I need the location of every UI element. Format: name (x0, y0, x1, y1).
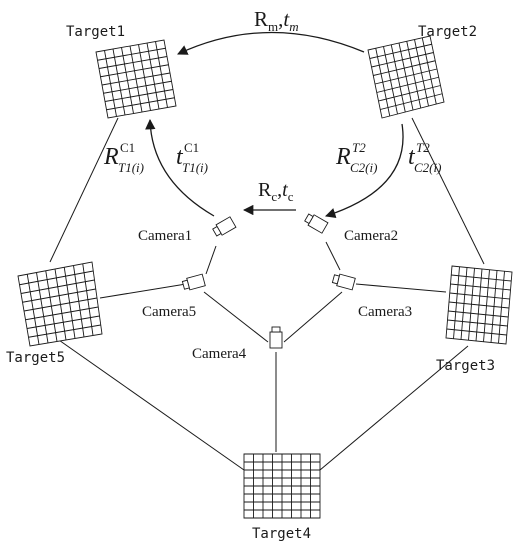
grid-line-v (414, 39, 429, 107)
grid-line-h (25, 306, 99, 321)
grid-line-v (82, 263, 94, 336)
target5-label: Target5 (6, 350, 65, 366)
camera3-label: Camera3 (358, 304, 412, 320)
grid-line-h (378, 85, 441, 102)
grid-line-v (483, 269, 490, 342)
grid-line-v (406, 41, 422, 109)
connection-lines (49, 117, 485, 471)
line-target2-target3 (411, 117, 485, 265)
arrow-camera1-to-target1 (145, 118, 215, 217)
camera-icons (181, 213, 356, 349)
line-target5-target4 (55, 337, 245, 471)
grid-line-h (448, 301, 510, 309)
camera-lens (181, 279, 190, 290)
svg-text:C1: C1 (184, 140, 199, 155)
grid-line-v (490, 270, 498, 343)
line-camera2-camera3 (325, 241, 341, 271)
line-camera5-camera4 (203, 291, 269, 343)
grid-line-v (155, 41, 168, 108)
camera4-icon (269, 326, 283, 349)
svg-text:C2(i): C2(i) (414, 160, 441, 175)
cam1-target1-rotation: R C1 T1(i) (103, 140, 144, 175)
grid-line-h (447, 319, 508, 327)
svg-text:t: t (176, 144, 184, 170)
camera-lens (271, 326, 281, 333)
target1-label: Target1 (66, 24, 125, 40)
transform-arrows (145, 31, 404, 219)
svg-text:R: R (335, 144, 351, 170)
camera4-label: Camera4 (192, 346, 247, 362)
grid-line-h (28, 324, 101, 338)
camera2-icon (304, 213, 329, 234)
svg-text:T2: T2 (352, 140, 366, 155)
grid-line-h (101, 72, 171, 86)
grid-line-v (63, 267, 76, 339)
target-grids (17, 35, 513, 519)
grid-line-v (146, 42, 160, 110)
grid-line-v (498, 271, 505, 344)
target3-label: Target3 (436, 358, 495, 374)
grid-line-h (380, 93, 443, 110)
grid-line-h (104, 89, 174, 102)
camera1-icon (212, 216, 237, 237)
target2-label: Target2 (418, 24, 477, 40)
camera-relative-label: Rc,tc (258, 179, 294, 204)
target3-grid (445, 265, 513, 345)
grid-line-h (26, 315, 100, 329)
line-camera5-target5 (99, 283, 187, 299)
target5-grid (17, 261, 103, 347)
cam2-target2-translation: t T2 C2(i) (408, 140, 441, 175)
svg-text:T1(i): T1(i) (118, 160, 144, 175)
svg-text:T1(i): T1(i) (182, 160, 208, 175)
svg-text:t: t (408, 144, 416, 170)
svg-text:T2: T2 (416, 140, 430, 155)
grid-line-v (138, 44, 151, 111)
grid-line-h (106, 97, 175, 111)
grid-line-h (374, 68, 438, 85)
camera3-icon (331, 273, 356, 291)
line-target3-target4 (319, 345, 469, 471)
svg-text:C1: C1 (120, 140, 135, 155)
target-motion-label: Rm,tm (254, 7, 299, 34)
target2-grid (367, 35, 445, 119)
grid-line-h (446, 328, 507, 336)
camera1-label: Camera1 (138, 228, 192, 244)
svg-text:R: R (103, 144, 119, 170)
camera-lens (212, 225, 222, 237)
grid-line-v (421, 37, 437, 105)
grid-line-v (73, 265, 85, 338)
line-target1-target5 (49, 117, 119, 263)
arrow-target2-to-camera2 (325, 123, 404, 219)
cam2-target2-rotation: R T2 C2(i) (335, 140, 377, 175)
target4-grid (243, 453, 321, 519)
camera-lens (331, 274, 340, 285)
camera-body (269, 331, 283, 349)
cam1-target1-translation: t C1 T1(i) (176, 140, 208, 175)
line-camera3-target3 (355, 283, 447, 293)
line-camera1-camera5 (205, 245, 217, 275)
target4-label: Target4 (252, 526, 311, 542)
grid-line-h (448, 310, 509, 318)
grid-line-h (103, 80, 172, 94)
camera2-label: Camera2 (344, 228, 398, 244)
arrow-target2-to-target1 (177, 31, 365, 55)
camera-lens (304, 213, 314, 225)
target1-grid (95, 39, 177, 119)
grid-line-h (23, 297, 98, 312)
camera5-icon (181, 273, 206, 291)
grid-line-h (376, 76, 439, 93)
camera5-label: Camera5 (142, 304, 196, 320)
line-camera3-camera4 (283, 291, 343, 343)
svg-text:C2(i): C2(i) (350, 160, 377, 175)
